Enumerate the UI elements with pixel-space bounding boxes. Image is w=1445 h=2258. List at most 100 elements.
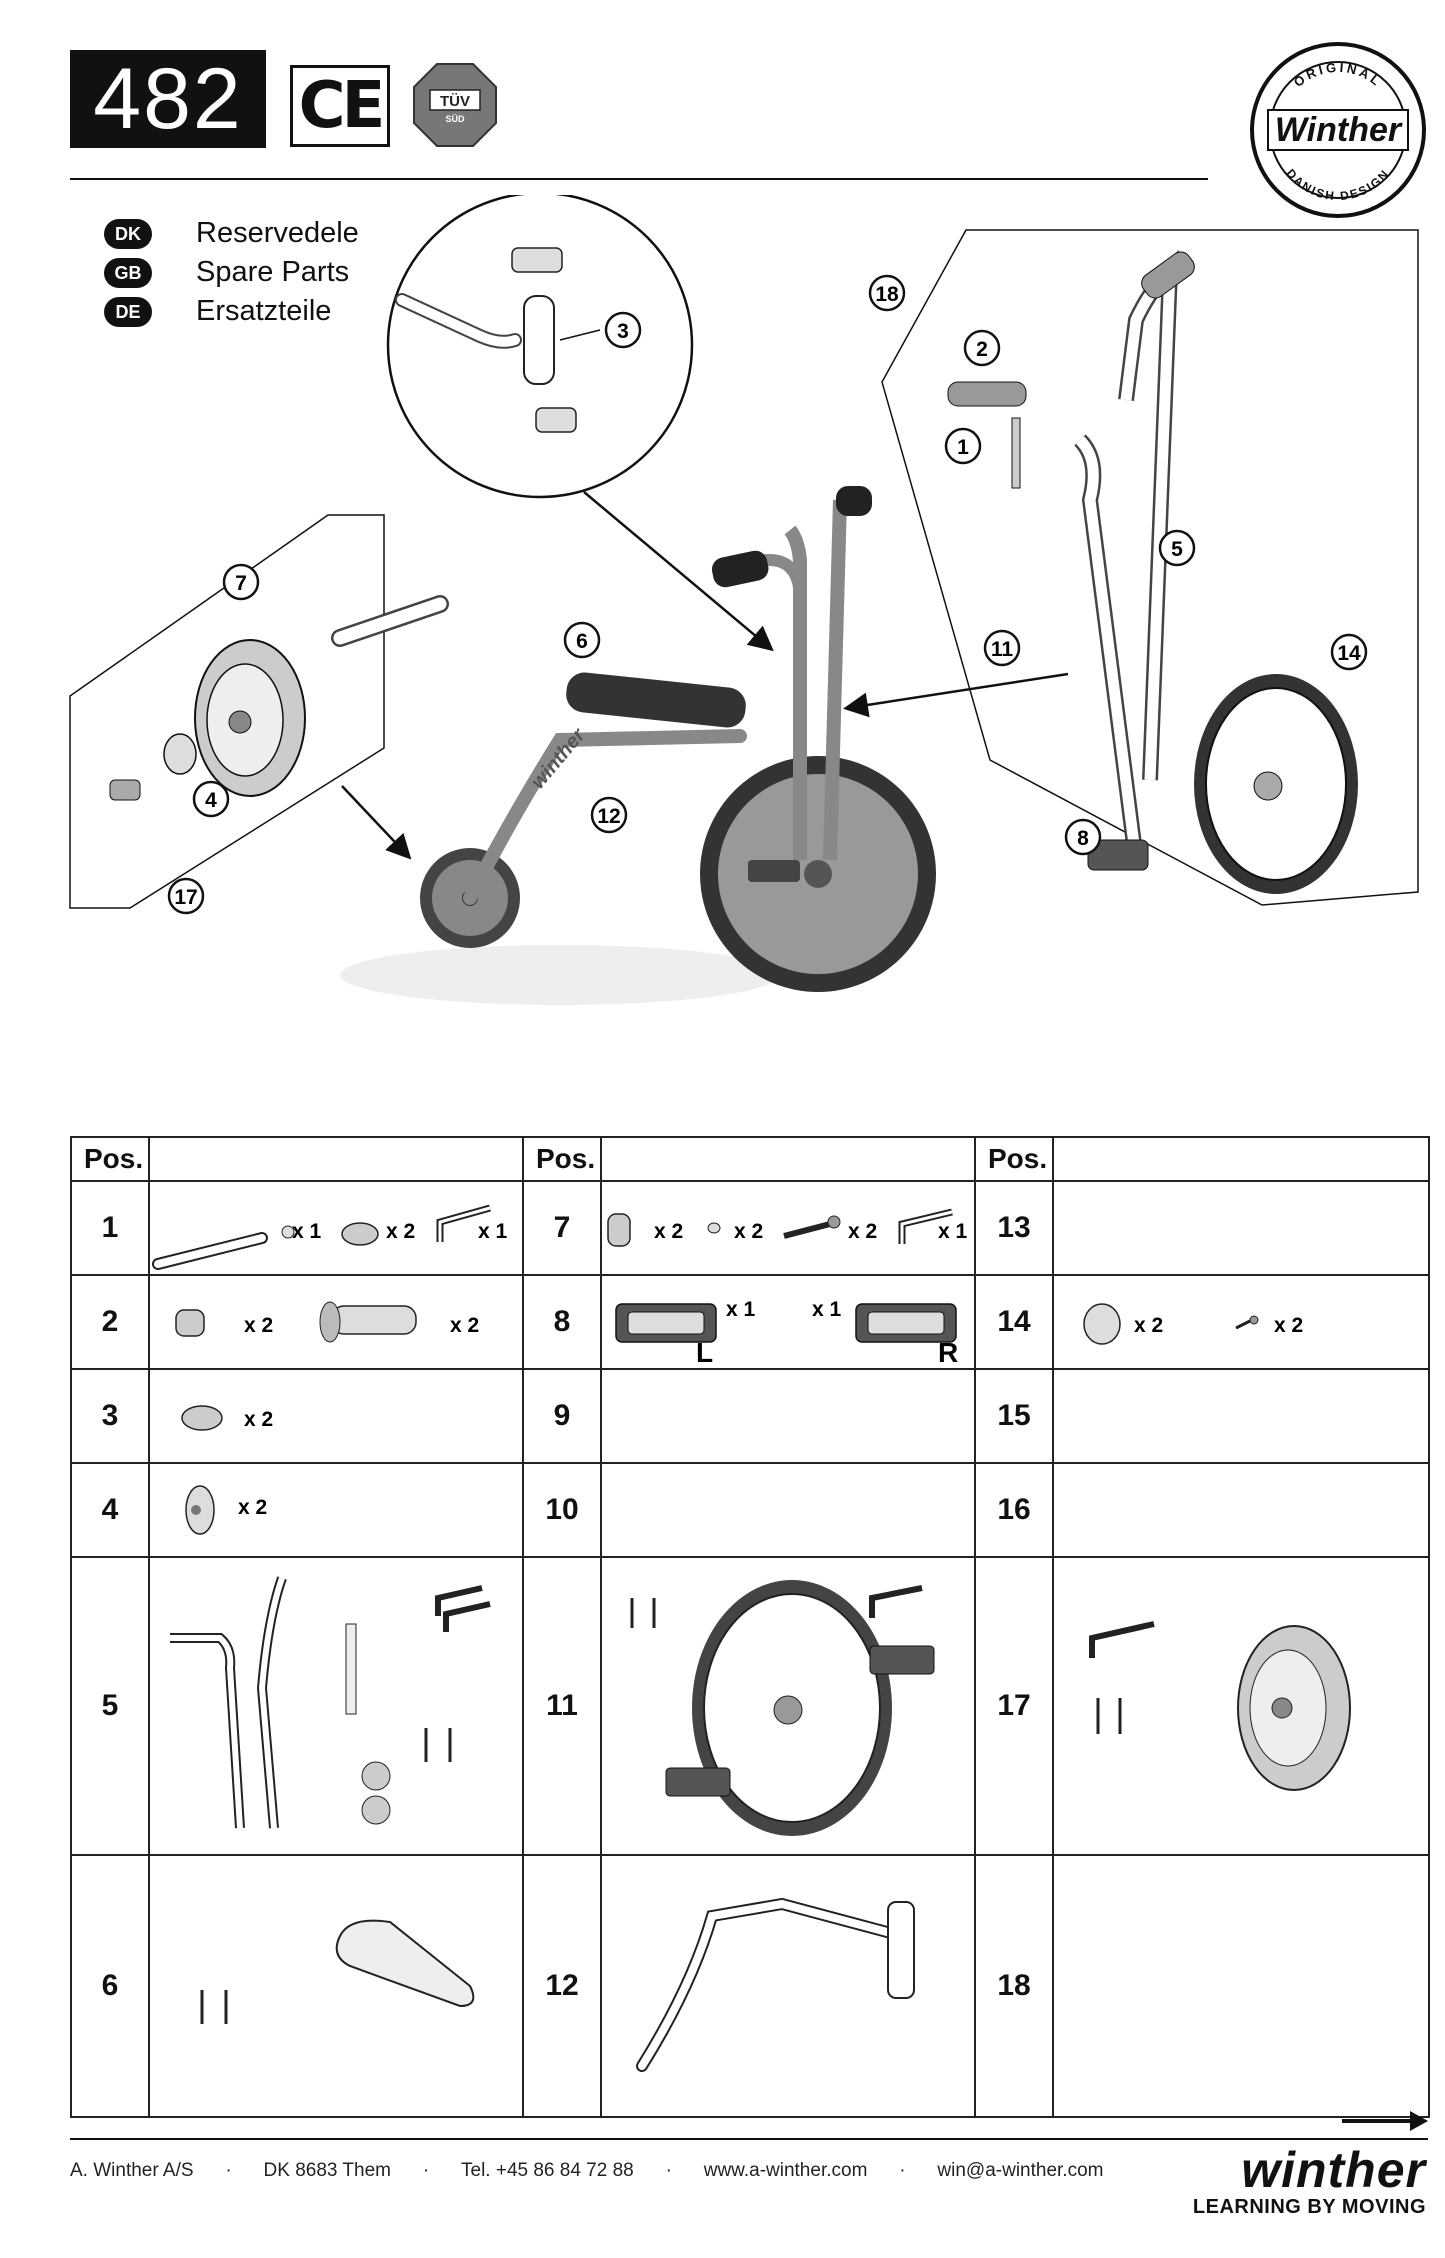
rear-wheel-kit-parts	[630, 1580, 935, 1836]
axle-bolt-cap-wrench-parts: x 1 x 2 x 1	[152, 1204, 508, 1270]
bracket-washer-bolt-wrench-parts: x 2 x 2 x 2 x 1	[607, 1208, 968, 1247]
separator: ·	[665, 2160, 672, 2181]
part-cell: x 1 x 1 L R	[600, 1274, 976, 1370]
callout-label: 6	[576, 630, 588, 653]
front-frame-part	[636, 1897, 915, 2072]
callout-4: 4	[192, 780, 230, 818]
callout-17: 17	[167, 877, 205, 915]
callout-markers: 1 2 3 4 5 6 7 8 11 12 14 17 18	[167, 274, 1368, 915]
separator: ·	[422, 2160, 430, 2181]
part-cell-empty	[1052, 1180, 1430, 1276]
callout-6: 6	[563, 621, 601, 659]
pos-number: 2	[70, 1274, 150, 1370]
language-label: Reservedele	[196, 217, 359, 249]
callout-label: 11	[991, 638, 1014, 661]
quantity-label: x 1	[478, 1220, 508, 1243]
footer-brand-logo: winther LEARNING BY MOVING	[1186, 2144, 1426, 2219]
pos-number: 18	[974, 1854, 1054, 2118]
part-cell	[148, 1556, 524, 1856]
callout-label: 4	[205, 789, 217, 812]
callout-label: 2	[976, 338, 988, 361]
tuv-label: TÜV	[440, 93, 470, 110]
quantity-label: x 1	[292, 1220, 322, 1243]
pos-number: 7	[522, 1180, 602, 1276]
language-list: DK Reservedele GB Spare Parts DE Ersatzt…	[104, 214, 359, 331]
pos-number: 3	[70, 1368, 150, 1464]
callout-label: 1	[957, 436, 969, 459]
pos-number: 14	[974, 1274, 1054, 1370]
pos-column-header: Pos.	[974, 1136, 1054, 1182]
part-cell: x 2	[148, 1368, 524, 1464]
exploded-assembly-diagram: winther 1 2 3 4 5 6 7 8 11 12 14 17 18	[69, 195, 1419, 1005]
pos-number: 11	[522, 1556, 602, 1856]
callout-label: 18	[875, 283, 899, 306]
quantity-label: x 2	[450, 1314, 479, 1337]
quantity-label: x 2	[734, 1220, 763, 1243]
callout-label: 7	[235, 572, 247, 595]
model-number: 482	[70, 50, 266, 148]
callout-1: 1	[944, 427, 982, 465]
end-cap-handle-grip-parts: x 2 x 2	[175, 1301, 479, 1343]
seat-kit-parts	[200, 1919, 475, 2024]
part-cell-empty	[1052, 1854, 1430, 2118]
language-label: Spare Parts	[196, 256, 350, 288]
front-wheel-kit-parts	[1089, 1621, 1351, 1791]
language-label: Ersatzteile	[196, 295, 332, 327]
company-address: DK 8683 Them	[263, 2160, 391, 2181]
language-code-badge: GB	[104, 257, 152, 288]
part-cell	[600, 1854, 976, 2118]
quantity-label: x 2	[1274, 1314, 1303, 1337]
quantity-label: x 2	[238, 1496, 267, 1519]
parts-column-header	[1052, 1136, 1430, 1182]
quantity-label: x 1	[726, 1298, 756, 1321]
part-cell	[1052, 1556, 1430, 1856]
quantity-label: x 2	[654, 1220, 683, 1243]
part-cell: x 1 x 2 x 1	[148, 1180, 524, 1276]
callout-8: 8	[1064, 818, 1102, 856]
part-cell-empty	[1052, 1462, 1430, 1558]
callout-label: 14	[1337, 642, 1361, 665]
footer-rule	[70, 2138, 1428, 2140]
header-rule	[70, 178, 1208, 180]
hub-cap-screw-parts: x 2 x 2	[1083, 1303, 1303, 1345]
callout-5: 5	[1158, 529, 1196, 567]
part-cell: x 2	[148, 1462, 524, 1558]
table-row: 2 x 2 x 2 8 x 1 x 1 L R 14	[70, 1274, 1430, 1370]
company-email[interactable]: win@a-winther.com	[937, 2160, 1104, 2181]
wheel-cap-part: x 2	[185, 1485, 267, 1535]
language-row-gb: GB Spare Parts	[104, 253, 359, 292]
callout-label: 3	[617, 320, 629, 343]
table-row: 1 x 1 x 2 x 1 7 x 2	[70, 1180, 1430, 1276]
part-cell	[600, 1556, 976, 1856]
rear-frame-kit-parts	[170, 1576, 491, 1829]
pedal-pair-parts: x 1 x 1 L R	[615, 1298, 958, 1368]
tuv-sub-label: SÜD	[445, 114, 465, 124]
part-cell-empty	[600, 1462, 976, 1558]
next-page-arrow-icon	[1342, 2111, 1428, 2131]
pos-number: 9	[522, 1368, 602, 1464]
table-row: 3 x 2 9 15	[70, 1368, 1430, 1464]
parts-column-header	[600, 1136, 976, 1182]
bushing-part: x 2	[181, 1405, 273, 1431]
callout-3: 3	[604, 311, 642, 349]
pos-column-header: Pos.	[522, 1136, 602, 1182]
callout-12: 12	[590, 796, 628, 834]
company-website[interactable]: www.a-winther.com	[703, 2160, 868, 2181]
pos-number: 12	[522, 1854, 602, 2118]
language-row-dk: DK Reservedele	[104, 214, 359, 253]
detail-circle-bushing	[386, 195, 694, 499]
callout-18: 18	[868, 274, 906, 312]
language-code-badge: DK	[104, 218, 152, 249]
ce-mark: CE	[290, 65, 390, 147]
winther-seal-logo: ORIGINAL DANISH DESIGN Winther	[1250, 42, 1426, 218]
callout-11: 11	[983, 629, 1021, 667]
pos-number: 13	[974, 1180, 1054, 1276]
callout-7: 7	[222, 563, 260, 601]
part-cell: x 2 x 2	[1052, 1274, 1430, 1370]
pos-number: 17	[974, 1556, 1054, 1856]
table-row: 4 x 2 10 16	[70, 1462, 1430, 1558]
quantity-label: x 2	[244, 1314, 273, 1337]
quantity-label: x 1	[812, 1298, 842, 1321]
pos-number: 6	[70, 1854, 150, 2118]
tricycle-illustration: winther	[340, 486, 936, 1005]
